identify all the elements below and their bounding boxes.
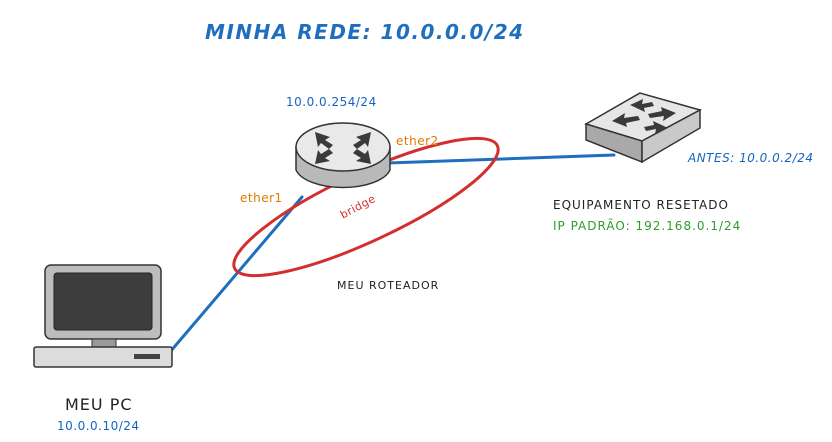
equipment-previous-ip: ANTES: 10.0.0.2/24	[688, 151, 814, 165]
pc-ip: 10.0.0.10/24	[57, 419, 140, 433]
link-router-switch	[386, 153, 616, 165]
switch-icon	[584, 92, 702, 164]
equipment-default-ip: IP PADRÃO: 192.168.0.1/24	[553, 219, 742, 233]
diagram-title: MINHA REDE: 10.0.0.0/24	[205, 20, 525, 44]
laptop-icon	[33, 264, 173, 368]
router-label: MEU ROTEADOR	[337, 279, 440, 292]
pc-label: MEU PC	[65, 395, 133, 414]
router-port-ether2: ether2	[396, 134, 439, 148]
router-ip: 10.0.0.254/24	[286, 95, 377, 109]
link-pc-router	[168, 195, 304, 354]
router-icon	[295, 122, 391, 189]
router-port-ether1: ether1	[240, 191, 283, 205]
equipment-status: EQUIPAMENTO RESETADO	[553, 198, 729, 212]
